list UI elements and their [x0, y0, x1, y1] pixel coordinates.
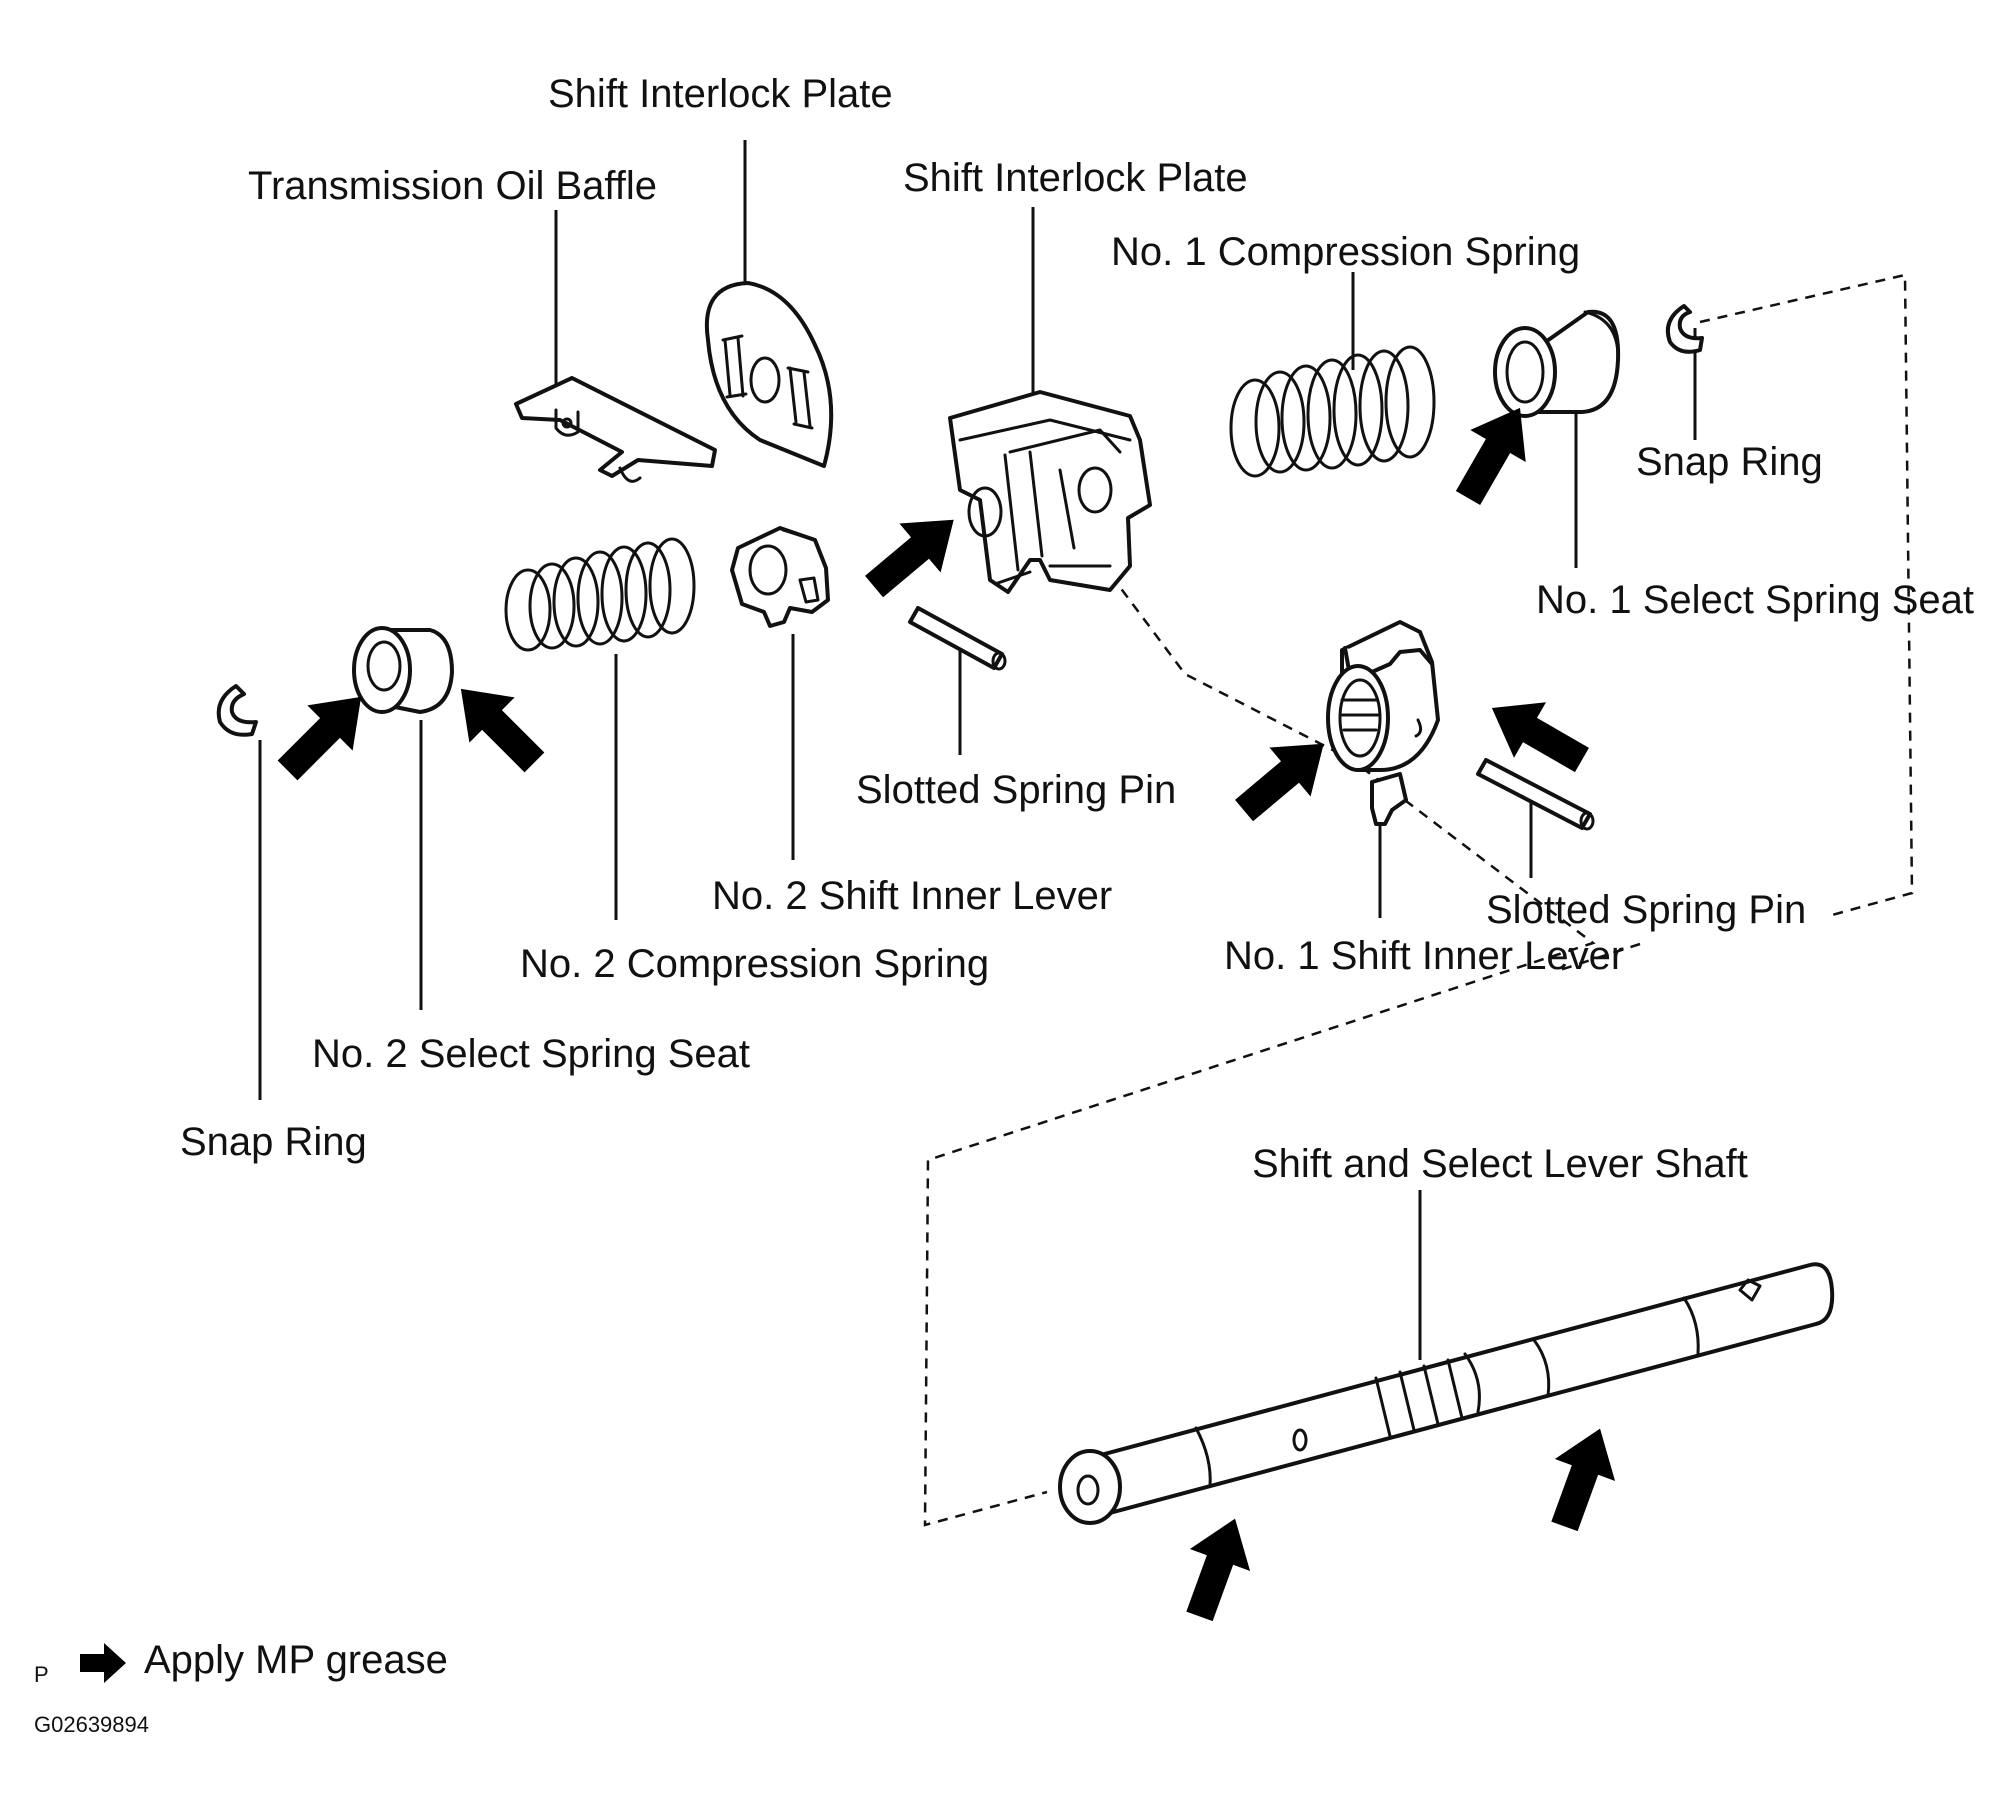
grease-arrow-icon-interlock-plate — [865, 519, 954, 598]
shift-interlock-plate-top-part — [704, 281, 834, 468]
snap-ring-right-part — [1665, 304, 1704, 354]
grease-arrow-icon-no1-seat — [1455, 407, 1526, 505]
assembly-dash-line — [923, 502, 1596, 1527]
legend-marker: P — [34, 1662, 49, 1687]
figure-id: G02639894 — [34, 1712, 149, 1737]
grease-arrow-icon-no1-lever-left — [1235, 743, 1324, 822]
grease-arrow-icon-no2-seat-left — [277, 696, 362, 781]
slotted-spring-pin-mid-part — [908, 606, 1007, 671]
grease-arrow-icon-no1-lever-right — [1491, 702, 1589, 773]
no2-shift-inner-lever-part — [730, 526, 830, 628]
shift-select-lever-shaft-part — [1058, 1262, 1835, 1525]
no1-compression-spring-part — [1229, 345, 1436, 478]
legend-text: Apply MP grease — [144, 1638, 448, 1682]
grease-arrow-icon — [80, 1643, 126, 1683]
label-snap-ring-right: Snap Ring — [1636, 440, 1823, 484]
transmission-oil-baffle-part — [514, 376, 717, 483]
grease-arrow-icon-shaft-right — [1551, 1428, 1616, 1532]
grease-arrow-icon-no2-seat-right — [460, 688, 545, 773]
label-slotted-spring-pin-right: Slotted Spring Pin — [1486, 888, 1807, 932]
no2-select-spring-seat-part — [352, 626, 454, 714]
snap-ring-left-part — [216, 684, 258, 737]
no1-select-spring-seat-part — [1493, 309, 1621, 418]
label-no2-shift-inner-lever: No. 2 Shift Inner Lever — [712, 874, 1113, 918]
assembly-dash-line-right — [1699, 273, 1914, 917]
label-no1-select-spring-seat: No. 1 Select Spring Seat — [1536, 578, 1975, 622]
no2-compression-spring-part — [504, 537, 696, 652]
label-slotted-spring-pin-mid: Slotted Spring Pin — [856, 768, 1177, 812]
grease-arrow-icon-shaft-left — [1186, 1518, 1251, 1622]
label-no2-select-spring-seat: No. 2 Select Spring Seat — [312, 1032, 751, 1076]
label-no1-compression-spring: No. 1 Compression Spring — [1111, 230, 1581, 274]
label-no2-compression-spring: No. 2 Compression Spring — [520, 942, 990, 986]
label-shift-interlock-plate-top: Shift Interlock Plate — [548, 72, 893, 116]
assembly-dash-segment — [1559, 942, 1641, 972]
label-transmission-oil-baffle: Transmission Oil Baffle — [248, 164, 658, 208]
slotted-spring-pin-right-part — [1476, 758, 1595, 831]
no1-shift-inner-lever-part — [1326, 620, 1440, 826]
label-shift-select-lever-shaft: Shift and Select Lever Shaft — [1252, 1142, 1748, 1186]
label-snap-ring-left: Snap Ring — [180, 1120, 367, 1164]
shift-interlock-plate-mid-part — [948, 390, 1152, 594]
label-shift-interlock-plate-mid: Shift Interlock Plate — [903, 156, 1248, 200]
label-no1-shift-inner-lever: No. 1 Shift Inner Lever — [1224, 934, 1625, 978]
